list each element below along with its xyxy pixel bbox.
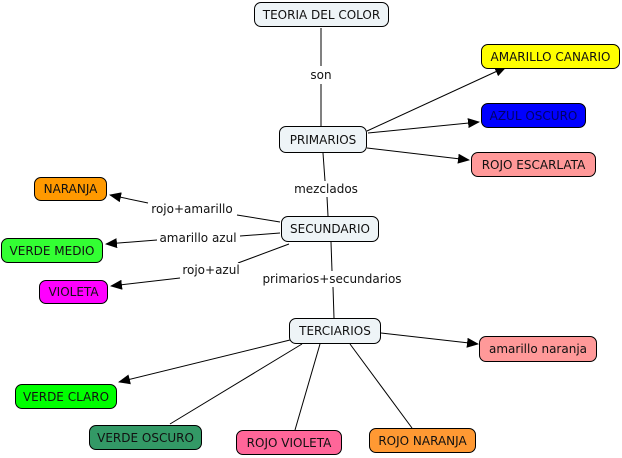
concept-rojo-violeta[interactable]: ROJO VIOLETA	[236, 430, 342, 455]
line-primarios-azul	[367, 118, 480, 134]
link-label-rojo-amarillo[interactable]: rojo+amarillo	[150, 202, 234, 216]
line-amarilloazul-verdemedio	[105, 238, 158, 249]
line-primarios-mezclados	[322, 152, 326, 182]
link-label-amarillo-azul[interactable]: amarillo azul	[158, 231, 238, 245]
line-secundario-primsec	[330, 241, 333, 272]
concept-secundario[interactable]: SECUNDARIO	[281, 216, 379, 242]
concept-violeta[interactable]: VIOLETA	[39, 280, 108, 304]
line-primarios-amarillo	[366, 66, 507, 132]
line-rojoamarillo-naranja	[109, 192, 149, 204]
line-terciarios-rojonaranja	[349, 343, 413, 429]
line-secundario-rojoazul	[237, 243, 290, 264]
concept-primarios[interactable]: PRIMARIOS	[279, 126, 367, 153]
link-label-primarios-secundarios[interactable]: primarios+secundarios	[261, 272, 403, 286]
line-rojoazul-violeta	[110, 277, 181, 290]
concept-verde-medio[interactable]: VERDE MEDIO	[1, 238, 103, 263]
line-secundario-rojoamarillo	[236, 214, 281, 223]
line-terciarios-verdeoscuro	[169, 343, 303, 425]
concept-azul-oscuro[interactable]: AZUL OSCURO	[481, 103, 586, 128]
concept-amarillo-naranja[interactable]: amarillo naranja	[479, 336, 597, 362]
line-mezclados-secundario	[326, 196, 329, 217]
concept-rojo-escarlata[interactable]: ROJO ESCARLATA	[471, 152, 596, 177]
concept-verde-oscuro[interactable]: VERDE OSCURO	[89, 425, 202, 450]
concept-teoria-del-color[interactable]: TEORIA DEL COLOR	[254, 2, 389, 27]
concept-terciarios[interactable]: TERCIARIOS	[289, 318, 381, 344]
line-terciarios-rojovioleta	[294, 343, 321, 431]
concept-rojo-naranja[interactable]: ROJO NARANJA	[369, 428, 476, 453]
link-label-mezclados[interactable]: mezclados	[293, 182, 359, 196]
line-terciarios-verdeclaro	[118, 339, 291, 385]
line-secundario-amarilloazul	[239, 232, 281, 237]
line-primsec-terciarios	[332, 286, 335, 319]
link-label-rojo-azul[interactable]: rojo+azul	[181, 263, 241, 277]
line-terciarios-amarillonaranja	[380, 332, 479, 348]
concept-naranja[interactable]: NARANJA	[34, 177, 107, 201]
concept-amarillo-canario[interactable]: AMARILLO CANARIO	[481, 44, 620, 69]
link-label-son[interactable]: son	[309, 68, 333, 82]
line-primarios-rojo	[366, 147, 470, 164]
concept-verde-claro[interactable]: VERDE CLARO	[15, 384, 117, 409]
